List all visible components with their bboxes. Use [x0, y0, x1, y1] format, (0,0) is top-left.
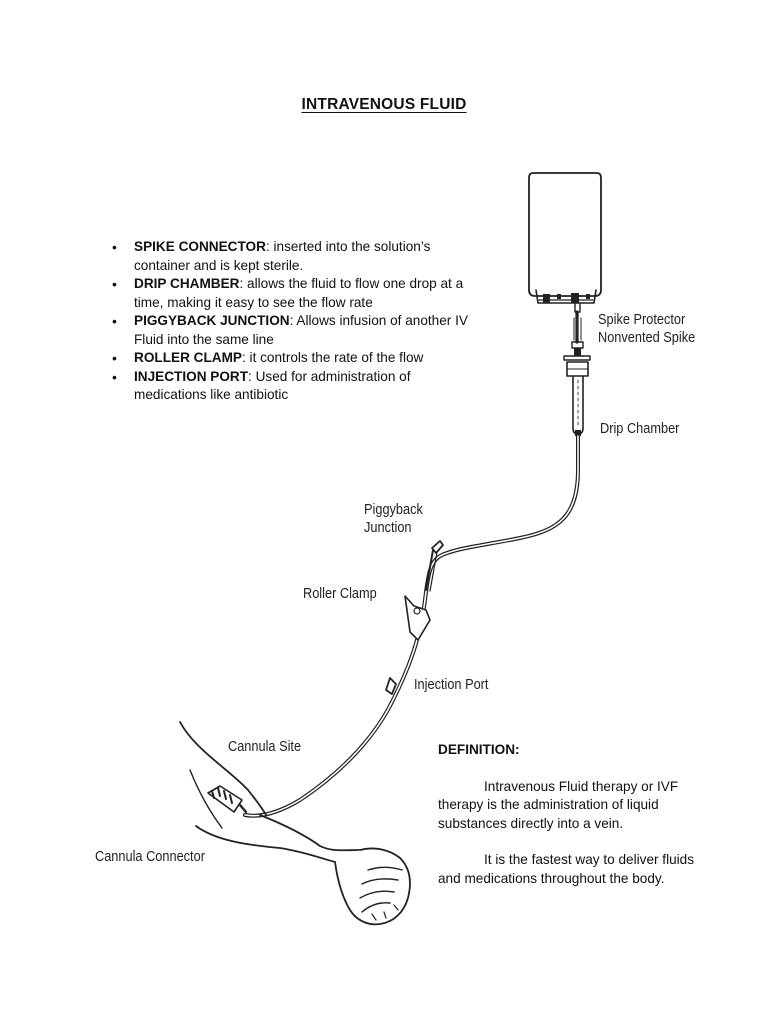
bullet-icon: • — [112, 276, 117, 292]
definition-heading: DEFINITION: — [438, 742, 520, 757]
definition-paragraph: Intravenous Fluid therapy or IVF therapy… — [438, 778, 679, 831]
component-term: INJECTION PORT — [134, 368, 249, 384]
piggyback-label-line1: Piggyback — [364, 502, 423, 518]
injection-port-label: Injection Port — [414, 677, 489, 693]
component-description: : Used for administration of medications… — [134, 368, 411, 403]
piggyback-junction-illustration — [425, 540, 444, 592]
component-description: : allows the fluid to flow one drop at a… — [134, 276, 464, 310]
list-item: • ROLLER CLAMP: it controls the rate of t… — [112, 349, 482, 368]
list-item: • SPIKE CONNECTOR: inserted into the solu… — [112, 238, 482, 275]
cannula-connector-illustration — [207, 785, 248, 814]
bullet-icon: • — [112, 368, 117, 385]
roller-clamp-illustration — [404, 595, 431, 641]
component-term: SPIKE CONNECTOR — [134, 239, 266, 254]
list-item: • INJECTION PORT: Used for administration… — [112, 368, 482, 405]
page-title: INTRAVENOUS FLUID — [301, 96, 467, 113]
spike-protector-label: Spike Protector — [598, 312, 686, 328]
component-description: : Allows infusion of another IV Fluid in… — [134, 313, 468, 347]
arm-illustration — [179, 721, 411, 926]
bullet-icon: • — [112, 239, 117, 255]
component-list: • SPIKE CONNECTOR: inserted into the solu… — [112, 238, 482, 405]
bullet-icon: • — [112, 350, 117, 366]
drip-chamber-label: Drip Chamber — [600, 421, 680, 437]
drip-chamber-illustration — [572, 375, 584, 436]
definition-paragraph: It is the fastest way to deliver fluids … — [438, 852, 695, 886]
bullet-icon: • — [112, 313, 117, 329]
cannula-connector-label: Cannula Connector — [95, 849, 205, 865]
piggyback-label-line2: Junction — [364, 520, 412, 536]
spike-connector-illustration — [563, 302, 591, 377]
component-term: ROLLER CLAMP — [134, 350, 242, 365]
component-description: : it controls the rate of the flow — [242, 350, 424, 365]
nonvented-spike-label: Nonvented Spike — [598, 330, 696, 346]
roller-clamp-label: Roller Clamp — [303, 586, 377, 602]
list-item: • DRIP CHAMBER: allows the fluid to flow … — [112, 275, 482, 312]
component-term: PIGGYBACK JUNCTION — [134, 313, 290, 328]
component-term: DRIP CHAMBER — [134, 276, 240, 291]
iv-bag-illustration — [528, 172, 602, 304]
list-item: • PIGGYBACK JUNCTION: Allows infusion of … — [112, 312, 482, 349]
definition-section: DEFINITION: Intravenous Fluid therapy or… — [438, 741, 718, 906]
cannula-site-label: Cannula Site — [228, 739, 302, 755]
injection-port-illustration — [385, 677, 397, 695]
component-description: : inserted into the solution’s container… — [134, 239, 431, 273]
